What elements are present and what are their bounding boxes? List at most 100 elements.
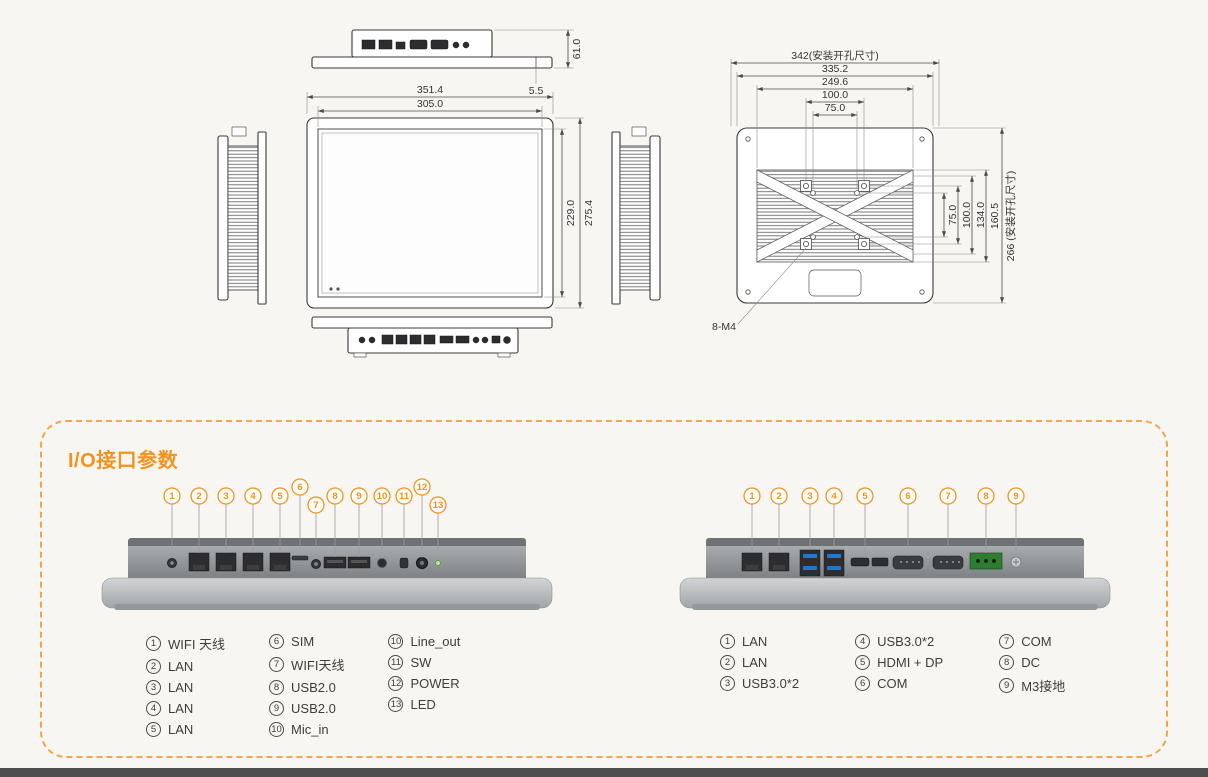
dp-port-icon bbox=[871, 557, 889, 567]
bottom-view-port-icon bbox=[358, 336, 366, 344]
top-view-port-icon bbox=[395, 41, 406, 50]
top-view-port-icon bbox=[361, 39, 376, 50]
callout-4: 4 bbox=[825, 487, 843, 550]
legend-item-label: USB3.0*2 bbox=[877, 634, 935, 649]
legend-item-label: POWER bbox=[410, 676, 460, 691]
legend-item-number: 3 bbox=[720, 676, 735, 691]
legend-item-label: LAN bbox=[168, 680, 194, 695]
top-view-port-icon bbox=[452, 41, 460, 49]
legend-item-number: 6 bbox=[269, 634, 285, 649]
sim-slot-icon bbox=[291, 555, 309, 561]
svg-text:4: 4 bbox=[831, 491, 837, 502]
callout-8: 8 bbox=[977, 487, 995, 553]
side-view-left bbox=[217, 126, 267, 305]
dim-label-top-depth: 61.0 bbox=[571, 39, 583, 60]
lan-port-icon bbox=[215, 552, 237, 572]
io-section-title: I/O接口参数 bbox=[68, 450, 179, 472]
svg-text:7: 7 bbox=[945, 491, 950, 502]
callout-2: 2 bbox=[190, 487, 208, 553]
dim-rear-vesa100-width: 100.0 bbox=[805, 89, 865, 182]
callout-4: 4 bbox=[244, 487, 262, 553]
legend-item: 9 M3接地 bbox=[999, 676, 1065, 695]
legend-item-number: 12 bbox=[388, 676, 404, 691]
legend-item-number: 9 bbox=[999, 678, 1015, 693]
legend-item-label: SIM bbox=[291, 634, 315, 649]
legend-item-number: 9 bbox=[269, 701, 285, 716]
callout-8: 8 bbox=[326, 487, 344, 557]
svg-text:12: 12 bbox=[417, 482, 428, 493]
legend-item-label: DC bbox=[1021, 655, 1040, 670]
legend-item-label: LAN bbox=[168, 722, 194, 737]
svg-text:3: 3 bbox=[807, 491, 812, 502]
legend-item-label: M3接地 bbox=[1021, 679, 1066, 694]
wifi-antenna-pin-icon bbox=[314, 562, 318, 566]
bottom-view-port-icon bbox=[368, 336, 376, 344]
legend-item-label: Mic_in bbox=[291, 722, 329, 737]
usb2-port-icon bbox=[347, 556, 371, 569]
svg-text:3: 3 bbox=[223, 491, 228, 502]
legend-item-number: 11 bbox=[388, 655, 404, 670]
dim-front-outer-width: 351.4 bbox=[306, 84, 554, 114]
callout-2: 2 bbox=[770, 487, 788, 553]
legend-item-label: COM bbox=[877, 676, 908, 691]
callout-1: 1 bbox=[163, 487, 181, 558]
legend-item-label: USB2.0 bbox=[291, 680, 336, 695]
bottom-view-port-icon bbox=[409, 334, 422, 345]
legend-item: 6 SIM bbox=[269, 634, 344, 649]
front-led-icon bbox=[329, 287, 333, 291]
legend-item-label: SW bbox=[410, 655, 432, 670]
dim-label-rear-fin-width: 249.6 bbox=[822, 76, 848, 88]
legend-item-number: 1 bbox=[720, 634, 735, 649]
lan-port-icon bbox=[188, 552, 210, 572]
svg-text:5: 5 bbox=[277, 491, 283, 502]
dim-label-rear-outer-width: 335.2 bbox=[822, 63, 848, 75]
bottom-view-port-icon bbox=[491, 335, 501, 344]
legend-item-number: 6 bbox=[855, 676, 871, 691]
dim-rear-vesa75-width: 75.0 bbox=[812, 102, 858, 189]
svg-text:4: 4 bbox=[250, 491, 256, 502]
bottom-view-port-icon bbox=[455, 335, 470, 344]
legend-item: 11 SW bbox=[388, 655, 460, 670]
usb3-stack-icon bbox=[799, 549, 821, 577]
dim-rear-mount-width: 342(安装开孔尺寸) bbox=[730, 49, 940, 126]
svg-text:2: 2 bbox=[196, 491, 201, 502]
legend-item: 12 POWER bbox=[388, 676, 460, 691]
legend-item-label: LAN bbox=[168, 659, 194, 674]
lan-port-icon bbox=[741, 552, 763, 572]
dim-label-front-display-width: 305.0 bbox=[417, 98, 443, 110]
svg-text:1: 1 bbox=[169, 491, 175, 502]
legend-item: 2 LAN bbox=[146, 659, 225, 674]
heatsink-fins-icon bbox=[227, 145, 259, 291]
screw-callout: 8-M4 bbox=[712, 247, 807, 333]
lan-port-icon bbox=[269, 552, 291, 572]
com-port-icon bbox=[892, 555, 924, 570]
vesa-75-holes bbox=[810, 190, 860, 240]
dim-label-rear-vesa75-width: 75.0 bbox=[825, 102, 846, 114]
left-device-illustration: 1 2 3 4 5 6 7 8 9 10 11 12 13 bbox=[101, 478, 553, 610]
left-device-photo bbox=[101, 538, 553, 610]
callout-9: 9 bbox=[1007, 487, 1025, 557]
callout-1: 1 bbox=[743, 487, 761, 553]
callout-5: 5 bbox=[271, 487, 289, 553]
callout-10: 10 bbox=[373, 487, 391, 559]
top-view: 61.0 5.5 bbox=[311, 29, 583, 97]
ground-screw-icon bbox=[1010, 556, 1022, 568]
dim-rear-160: 160.5 bbox=[913, 169, 1001, 263]
top-view-port-icon bbox=[430, 39, 449, 50]
legend-item-number: 2 bbox=[146, 659, 161, 674]
dim-top-depth: 61.0 bbox=[494, 29, 583, 69]
bottom-view-port-icon bbox=[472, 336, 480, 344]
